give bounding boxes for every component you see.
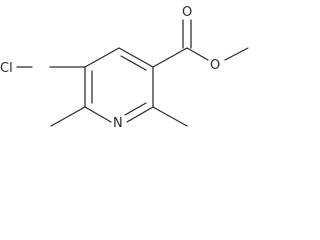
- bond-c4-c3: [118, 47, 154, 68]
- ring-nitrogen-label: N: [113, 116, 123, 131]
- atom-labels: Cl N O O: [0, 5, 220, 131]
- bond-c2-n: [126, 106, 154, 123]
- bond-carbonyl-o-ester: [186, 47, 209, 61]
- bond-o-methyl: [224, 47, 249, 61]
- bond-n-c6: [84, 106, 112, 123]
- bond-c6-methyl: [50, 106, 86, 127]
- bond-c2-n-inner: [124, 102, 147, 116]
- chlorine-atom-label: Cl: [0, 61, 13, 76]
- bond-c2-methyl: [152, 106, 188, 127]
- bond-c3-carbonyl: [152, 47, 188, 68]
- bond-c5-c4: [84, 47, 120, 68]
- bond-lines: [16, 19, 249, 127]
- molecule-structure: Cl N O O: [0, 5, 249, 131]
- carbonyl-oxygen-label: O: [182, 5, 192, 20]
- ester-oxygen-label: O: [210, 58, 220, 73]
- bond-c4-c3-inner: [120, 55, 147, 71]
